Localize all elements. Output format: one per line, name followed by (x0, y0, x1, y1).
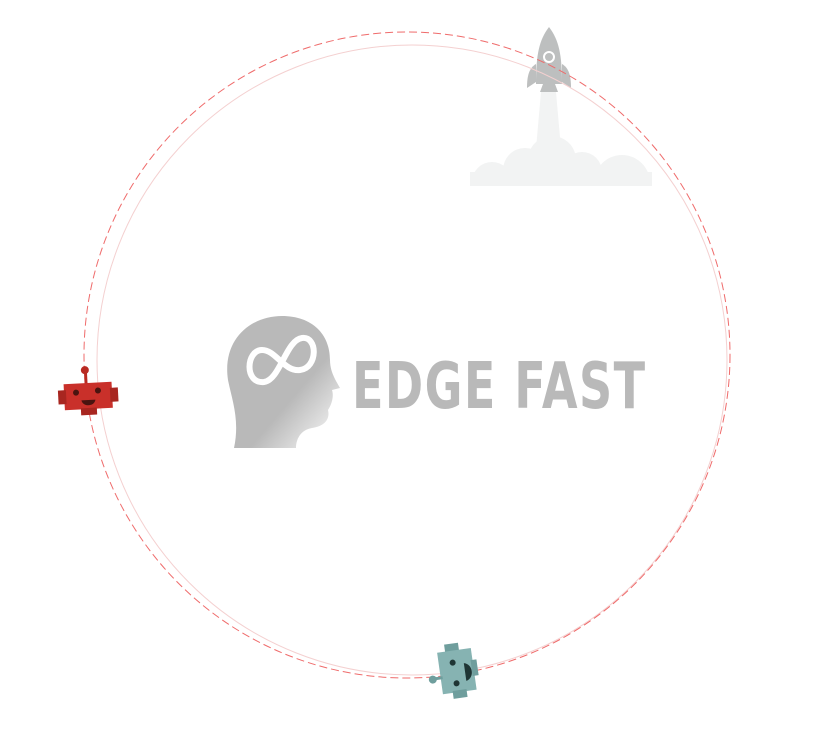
rocket-icon (527, 27, 571, 92)
orbit-ring (83, 31, 731, 679)
head-logo-icon (227, 316, 340, 448)
brand-name: EDGE FAST (352, 350, 647, 424)
red-robot-icon (57, 366, 119, 416)
teal-robot-icon (428, 642, 479, 699)
orbit-ring-faint (96, 44, 728, 676)
